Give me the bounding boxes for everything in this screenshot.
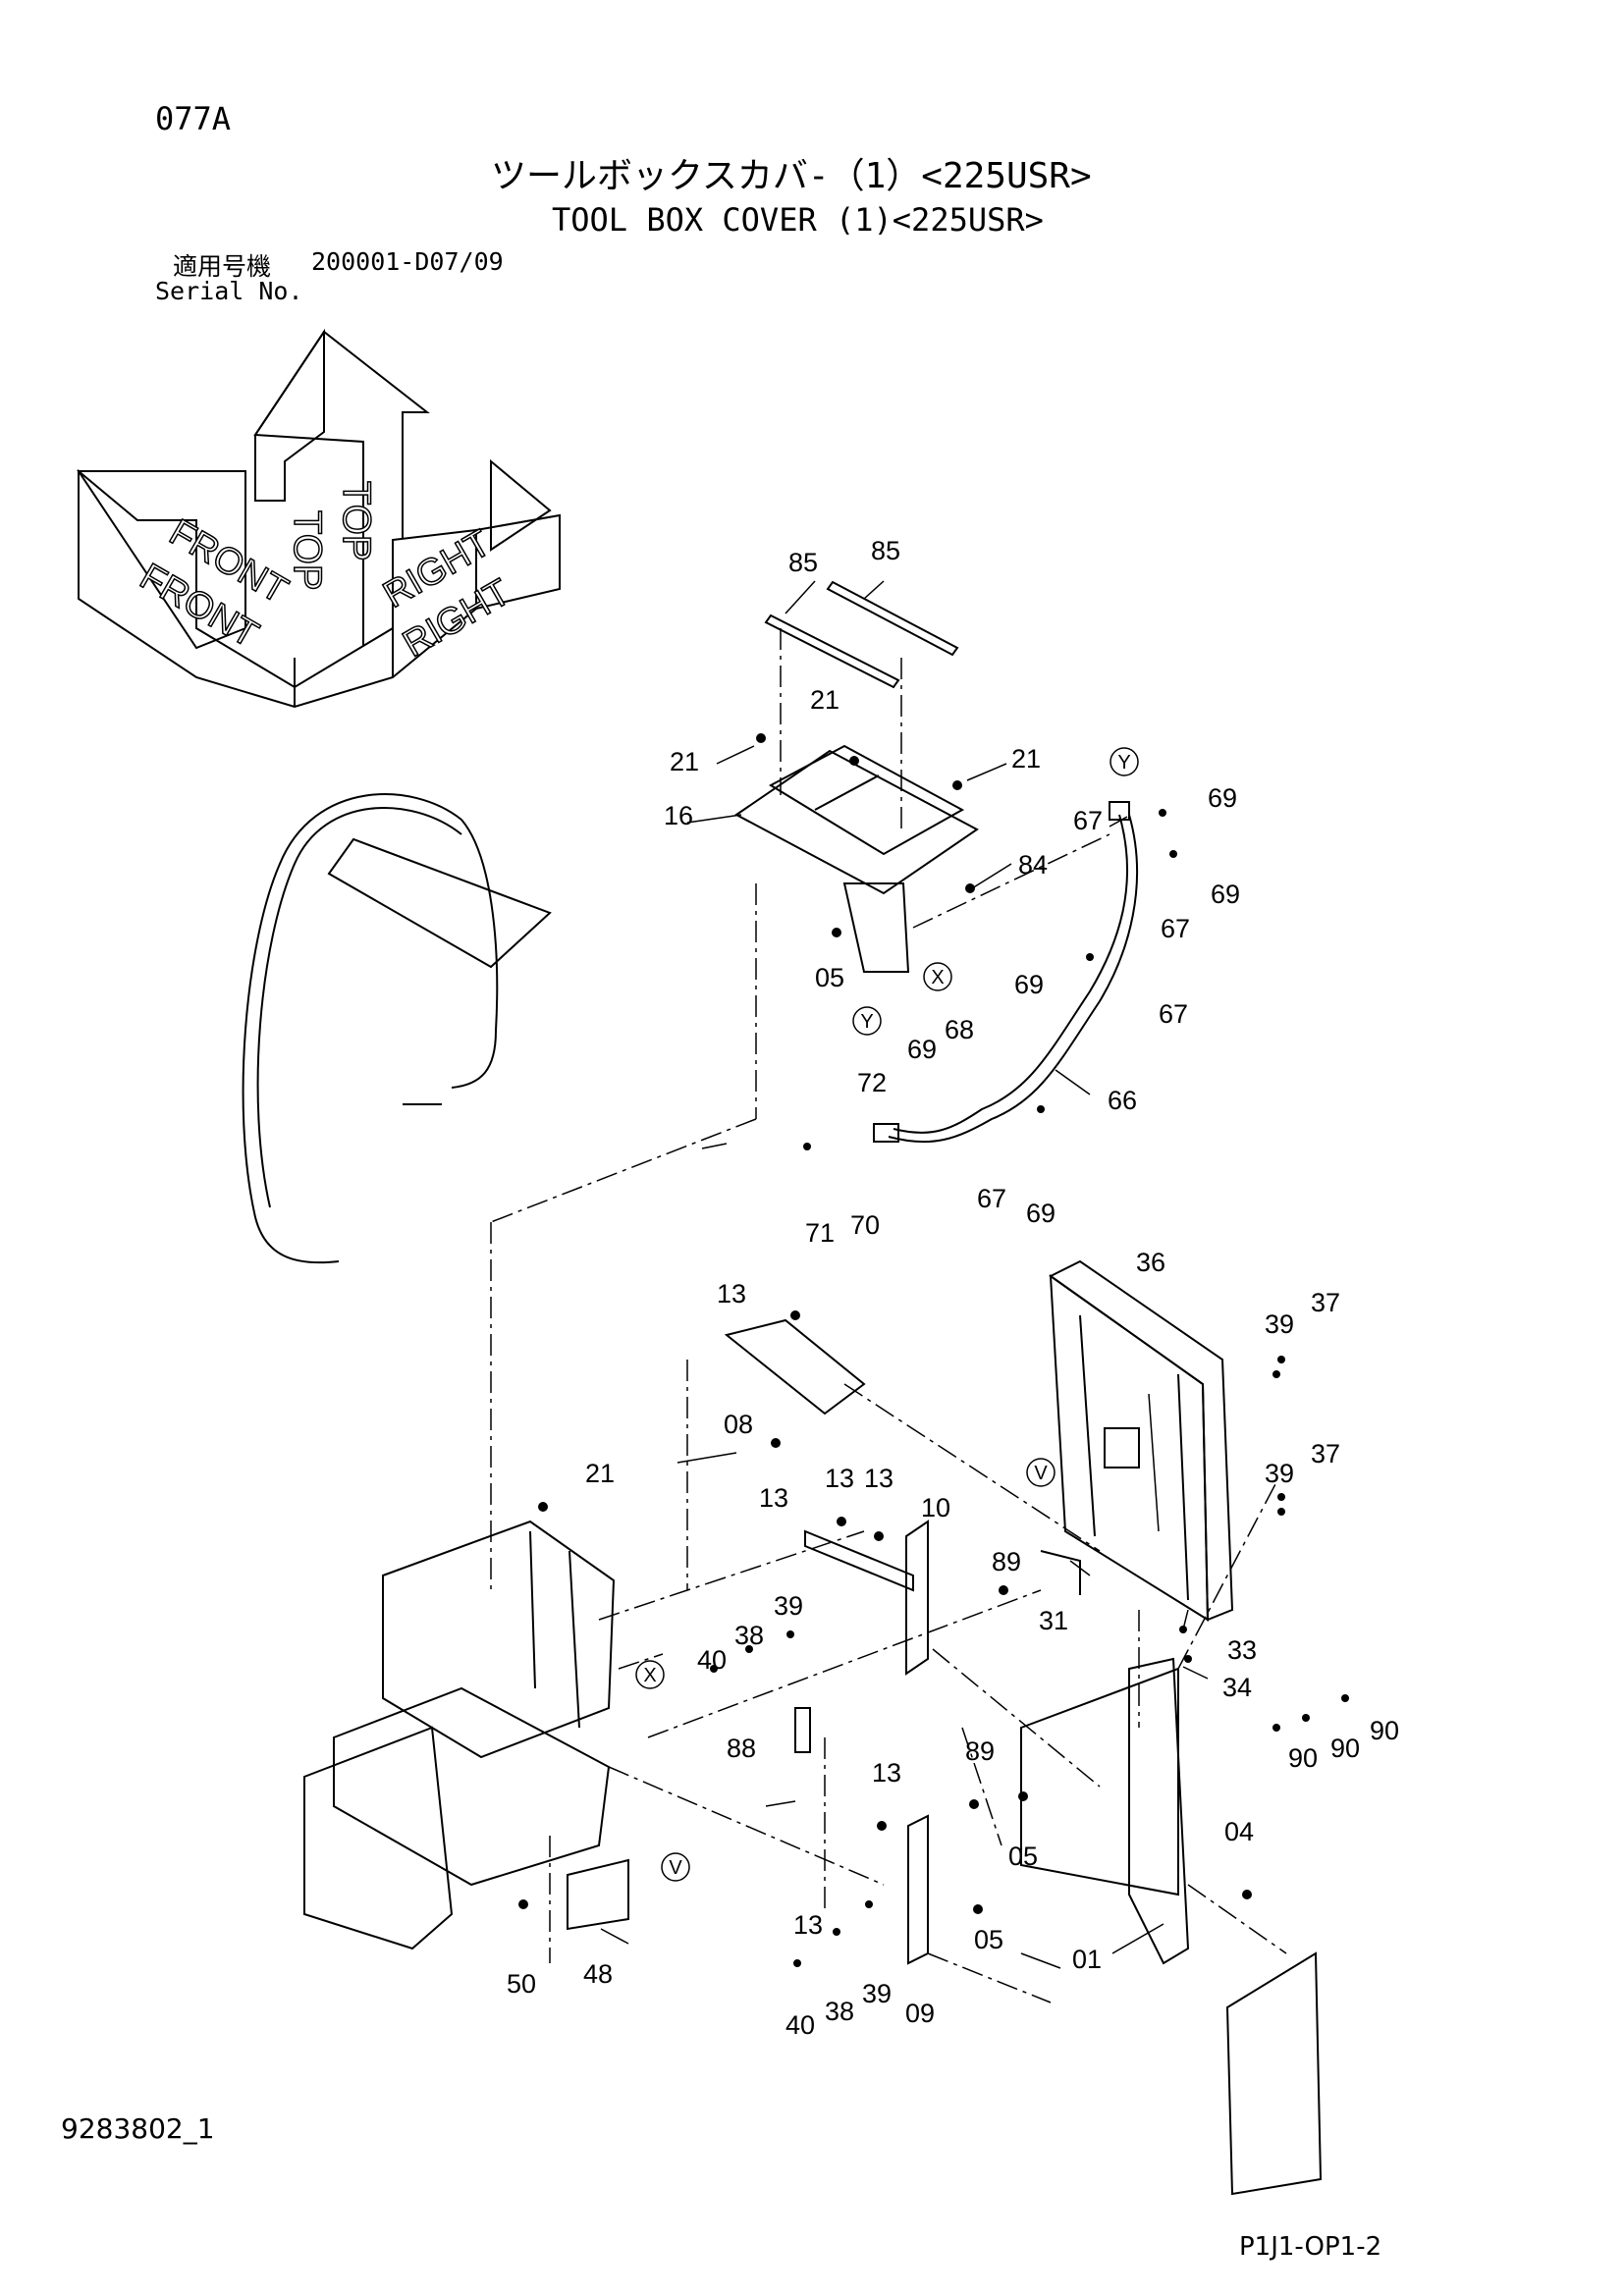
callout-37: 37 [1311,1439,1340,1468]
callout-21: 21 [670,747,699,776]
callout-48: 48 [583,1959,613,1989]
part-plate [804,1520,1190,1965]
callout-13: 13 [717,1279,746,1308]
callout-13: 13 [864,1464,893,1493]
callout-05: 05 [815,963,844,992]
orientation-top-label: TOP [286,510,329,591]
callout-21: 21 [1011,744,1041,774]
callout-numbers: 85 85 21 21 21 16 84 05 67 69 69 67 69 6… [507,536,1399,2040]
reference-x-label-2: X [643,1665,656,1686]
callout-85: 85 [788,548,818,577]
callout-31: 31 [1039,1606,1068,1635]
reference-v-label: V [1034,1463,1048,1484]
callout-68: 68 [945,1015,974,1044]
callout-39: 39 [862,1979,892,2008]
part-frame [303,1520,616,1950]
callout-10: 10 [921,1493,950,1522]
page-code: 077A [155,100,232,137]
title-english: TOOL BOX COVER (1)<225USR> [552,201,1044,239]
callout-84: 84 [1018,850,1048,880]
part-handle [794,1707,811,1753]
callout-90: 90 [1330,1734,1360,1763]
callout-34: 34 [1222,1673,1252,1702]
orientation-symbol: TOP TOP FRONT FRONT RIGHT RIGHT [77,328,561,709]
callout-21: 21 [810,685,839,715]
callout-39: 39 [774,1591,803,1621]
callout-38: 38 [825,1997,854,2026]
part-handrail [242,793,552,1264]
callout-90: 90 [1288,1743,1318,1773]
callout-67: 67 [1159,999,1188,1029]
callout-50: 50 [507,1969,536,1999]
part-side-panel [1225,1951,1323,2196]
reference-v-label-2: V [669,1857,682,1879]
callout-38: 38 [734,1621,764,1650]
callout-40: 40 [785,2010,815,2040]
serial-value: 200001-D07/09 [311,247,504,276]
callout-39: 39 [1265,1459,1294,1488]
reference-x-circle [923,962,952,991]
part-hook [1040,1550,1081,1595]
callout-69: 69 [1211,880,1240,909]
drawing-number: 9283802_1 [61,2112,215,2145]
title-japanese: ツールボックスカバ-（1）<225USR> [491,156,1092,196]
callout-89: 89 [992,1547,1021,1576]
callout-69: 69 [1208,783,1237,813]
part-seal [764,580,959,689]
callout-67: 67 [977,1184,1006,1213]
fasteners [518,733,1349,1967]
part-cover [1049,1259,1234,1622]
callout-16: 16 [664,801,693,830]
callout-08: 08 [724,1410,753,1439]
callout-13: 13 [793,1910,823,1940]
reference-x-label: X [931,967,944,988]
callout-69: 69 [1014,970,1044,999]
part-bracket-upper [724,1318,866,1415]
callout-69: 69 [907,1035,937,1064]
callout-88: 88 [727,1734,756,1763]
callout-39: 39 [1265,1309,1294,1339]
callout-89: 89 [965,1736,995,1766]
reference-x-circle-2 [635,1660,665,1689]
callout-13: 13 [872,1758,901,1788]
callout-71: 71 [805,1218,835,1248]
callout-90: 90 [1370,1716,1399,1745]
callout-05: 05 [974,1925,1003,1954]
reference-y-circle-2 [852,1006,882,1036]
part-hose [873,801,1139,1144]
callout-21: 21 [585,1459,615,1488]
callout-13: 13 [825,1464,854,1493]
callout-70: 70 [850,1210,880,1240]
orientation-top-label-2: TOP [335,481,378,561]
callout-04: 04 [1224,1817,1254,1846]
callout-05: 05 [1008,1842,1038,1871]
callout-09: 09 [905,1999,935,2028]
part-tray [734,744,979,973]
callout-leaders [600,580,1209,1969]
reference-v-circle [1026,1458,1056,1487]
callout-36: 36 [1136,1248,1165,1277]
callout-13: 13 [759,1483,788,1513]
callout-67: 67 [1161,914,1190,943]
callout-72: 72 [857,1068,887,1097]
reference-y-circle [1110,747,1139,776]
callout-69: 69 [1026,1199,1056,1228]
callout-40: 40 [697,1645,727,1675]
reference-y-label: Y [1117,752,1130,774]
reference-v-circle-2 [661,1852,690,1882]
serial-label-japanese: 適用号機 [173,252,272,281]
callout-67: 67 [1073,806,1103,835]
page-reference: P1J1-OP1-2 [1239,2232,1382,2262]
serial-label-english: Serial No. [155,277,303,305]
reference-y-label-2: Y [860,1011,873,1033]
callout-85: 85 [871,536,900,565]
leader-lines [490,628,1287,2003]
callout-66: 66 [1108,1086,1137,1115]
callout-01: 01 [1072,1945,1102,1974]
part-bracket [567,1858,629,1931]
callout-33: 33 [1227,1635,1257,1665]
callout-37: 37 [1311,1288,1340,1317]
